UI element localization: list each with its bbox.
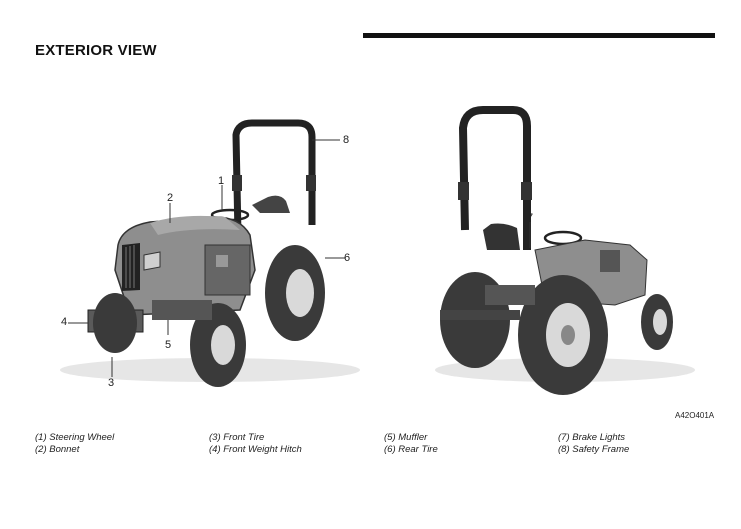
callout-5: 5 [165,339,172,351]
callout-8: 8 [343,134,350,146]
legend-item: (7) Brake Lights [558,432,626,443]
legend-item: (8) Safety Frame [558,444,630,455]
legend-item: (6) Rear Tire [384,444,438,455]
figure-id: A42O401A [675,411,715,420]
legend-item: (4) Front Weight Hitch [209,444,302,455]
callout-6: 6 [344,252,351,264]
legend-item: (1) Steering Wheel [35,432,115,443]
legend-item: (2) Bonnet [35,444,80,455]
callout-7: 7 [527,212,534,224]
callout-2: 2 [167,192,174,204]
legend-column-2: (3) Front Tire (4) Front Weight Hitch [209,432,302,456]
tractor-rear-view-image [435,106,695,395]
callout-3: 3 [108,377,115,389]
page-title: EXTERIOR VIEW [35,42,157,59]
legend-item: (5) Muffler [384,432,428,443]
legend-item: (3) Front Tire [209,432,265,443]
legend-column-1: (1) Steering Wheel (2) Bonnet [35,432,114,456]
callout-1: 1 [218,175,225,187]
callout-4: 4 [61,316,68,328]
tractor-front-view-image [60,119,360,387]
header-rule [363,33,715,38]
legend-column-3: (5) Muffler (6) Rear Tire [384,432,438,456]
legend-column-4: (7) Brake Lights (8) Safety Frame [558,432,629,456]
